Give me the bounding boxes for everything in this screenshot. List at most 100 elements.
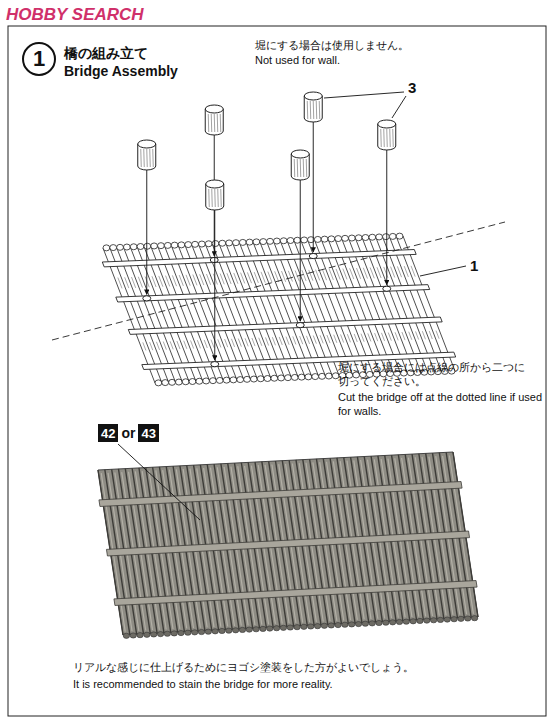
bark-stroke [159, 276, 163, 287]
photo-log-end [437, 617, 443, 622]
bark-stroke [252, 338, 255, 346]
bark-stroke [288, 271, 292, 282]
bark-stroke [131, 277, 135, 288]
log-line [376, 237, 428, 372]
log-line [246, 242, 298, 377]
log-end [117, 244, 124, 250]
post-part [138, 140, 156, 170]
bark-stroke [234, 273, 238, 284]
log-end [342, 235, 349, 241]
note-text: Not used for wall. [255, 53, 340, 67]
note-text: リアルな感じに仕上げるためにヨゴシ塗装をした方がよいでしょう。 [73, 660, 414, 674]
bark-stroke [225, 339, 228, 347]
bark-stroke [125, 277, 129, 288]
leader-line [118, 444, 200, 520]
log-line [321, 239, 373, 374]
post-hole [309, 253, 317, 258]
post-hole [383, 286, 391, 291]
photo-log-end [253, 627, 259, 632]
bark-stroke [350, 268, 354, 279]
assembly-arrow [300, 180, 301, 321]
photo-log-end [349, 622, 355, 627]
step-title: 橋の組み立て [64, 44, 148, 62]
log-line [253, 242, 305, 377]
bark-stroke [293, 336, 296, 344]
log-end [335, 236, 342, 242]
note-text: 堀にする場合は使用しません。 [255, 38, 409, 52]
part-number-box: 43 [138, 424, 158, 442]
photo-log-end [383, 620, 389, 625]
bark-stroke [436, 331, 439, 339]
bark-stroke [186, 275, 190, 286]
log-end [130, 244, 137, 250]
bark-stroke [218, 339, 221, 347]
rail-board [128, 317, 442, 334]
bark-stroke [388, 333, 391, 341]
bark-stroke [329, 269, 333, 280]
log-end [158, 243, 165, 249]
post-part [291, 150, 309, 180]
photo-log-end [465, 616, 471, 621]
post-hole [296, 323, 304, 328]
log-line [110, 248, 162, 383]
assembly-arrow [313, 122, 314, 252]
raft-drawing [52, 92, 505, 386]
bark-stroke [200, 274, 204, 285]
bark-stroke [193, 275, 197, 286]
photo-log-end [171, 631, 177, 636]
log-line [403, 236, 455, 371]
bark-stroke [395, 332, 398, 340]
bark-stroke [184, 341, 187, 349]
log-end [280, 238, 287, 244]
bark-stroke [170, 341, 173, 349]
bark-stroke [404, 266, 408, 277]
photo-log-end [451, 617, 457, 622]
photo-log-end [430, 618, 436, 623]
photo-log-end [205, 629, 211, 634]
bark-stroke [306, 336, 309, 344]
photo-log-end [458, 616, 464, 621]
log-line [219, 243, 271, 378]
log-line [342, 238, 394, 373]
log-end [164, 242, 171, 248]
bark-stroke [204, 340, 207, 348]
bark-stroke [347, 334, 350, 342]
bark-stroke [302, 270, 306, 281]
bark-stroke [409, 332, 412, 340]
log-end [314, 236, 321, 242]
log-line [260, 242, 312, 377]
log-line [280, 241, 332, 376]
photo-log-end [314, 624, 320, 629]
photo-log-end [424, 618, 430, 623]
log-line [198, 244, 250, 379]
photo-log-end [123, 633, 129, 638]
bark-stroke [320, 335, 323, 343]
photo-log-end [280, 625, 286, 630]
part-number: 43 [141, 426, 155, 441]
photo-log-end [212, 629, 218, 634]
callout-number: 3 [408, 78, 416, 98]
bark-stroke [341, 334, 344, 342]
cut-line [52, 222, 505, 340]
bark-stroke [213, 274, 217, 285]
bark-stroke [416, 331, 419, 339]
bark-stroke [231, 339, 234, 347]
rail-board [102, 250, 416, 267]
bark-stroke [336, 269, 340, 280]
bark-stroke [286, 337, 289, 345]
post-hole [210, 257, 218, 262]
photo-log-end [144, 632, 150, 637]
photo-log-end [273, 626, 279, 631]
log-line [171, 245, 223, 380]
photo-log-end [178, 630, 184, 635]
photo-rail [114, 581, 477, 606]
bark-stroke [220, 273, 224, 284]
post-part [304, 92, 322, 122]
post-part [205, 105, 223, 135]
bark-stroke [313, 336, 316, 344]
photo-log-end [185, 630, 191, 635]
step-title-english: Bridge Assembly [64, 62, 178, 80]
bark-stroke [429, 331, 432, 339]
log-end [171, 242, 178, 248]
log-end [369, 234, 376, 240]
